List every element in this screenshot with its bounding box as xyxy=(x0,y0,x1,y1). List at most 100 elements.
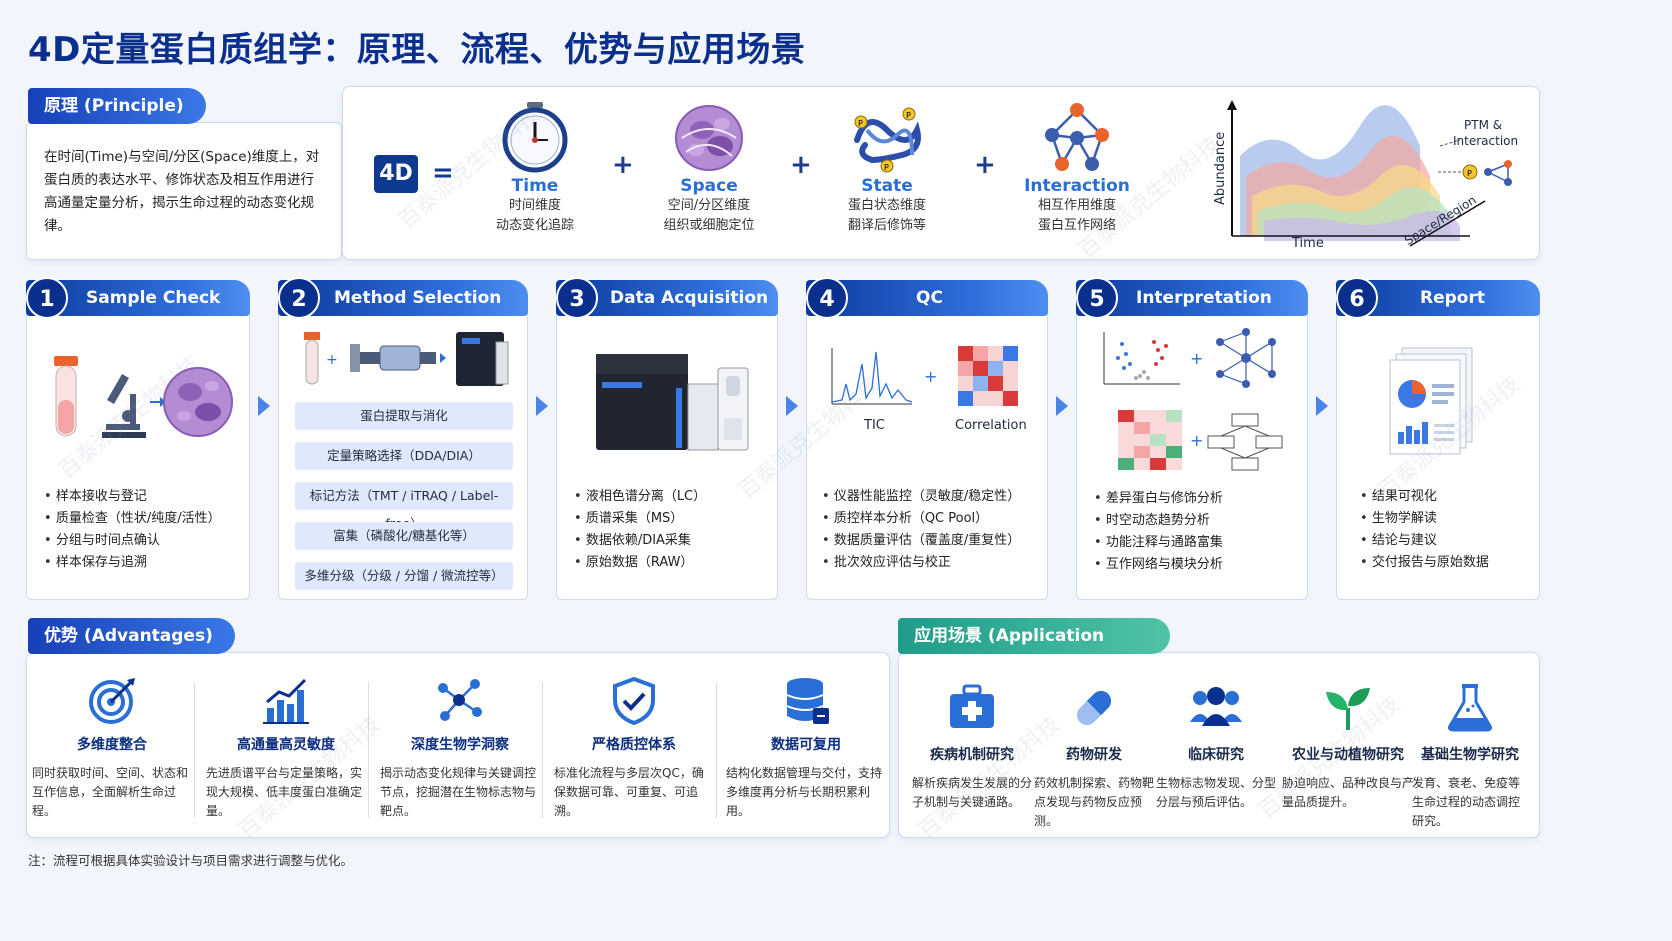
shield-check-icon xyxy=(613,676,655,726)
app-item-2-title: 药物研发 xyxy=(1066,747,1122,763)
chart-x-label: Time xyxy=(1292,236,1324,251)
dim-space-cn2: 组织或细胞定位 xyxy=(663,218,755,233)
method-bar-2: 定量策略选择（DDA/DIA） xyxy=(295,442,513,470)
step-5-bullet: 差异蛋白与修饰分析 xyxy=(1094,488,1223,510)
equals-sign: = xyxy=(432,158,454,188)
svg-text:+: + xyxy=(924,367,937,386)
applications-header: 应用场景 (Application Scenarios) xyxy=(898,618,1170,682)
step-4-title: QC xyxy=(916,288,943,308)
svg-text:P: P xyxy=(858,119,863,128)
database-icon xyxy=(786,678,829,724)
app-item-5-title: 基础生物学研究 xyxy=(1421,747,1519,763)
step-4-header: 4 QC xyxy=(806,277,1048,319)
step-1-header: 1 Sample Check xyxy=(26,277,250,319)
dim-space-en: Space xyxy=(680,176,738,196)
adv-item-5: 数据可复用 结构化数据管理与交付，支持多维度再分析与长期积累利用。 xyxy=(726,676,886,821)
step-arrow xyxy=(536,396,548,416)
people-group-icon xyxy=(1190,687,1242,726)
dim-space-cn1: 空间/分区维度 xyxy=(667,198,751,213)
adv-item-1: 多维度整合 同时获取时间、空间、状态和互作信息，全面解析生命过程。 xyxy=(32,676,192,821)
method-bar-1: 蛋白提取与消化 xyxy=(295,402,513,430)
bar-chart-icon xyxy=(263,678,309,724)
adv-item-2-title: 高通量高灵敏度 xyxy=(237,737,335,753)
adv-item-3-title: 深度生物学洞察 xyxy=(411,737,509,753)
adv-divider xyxy=(716,682,717,818)
step-4-bullet: 批次效应评估与校正 xyxy=(822,552,1020,574)
step-4-bullet: 质控样本分析（QC Pool） xyxy=(822,508,1020,530)
step-3-bullet: 原始数据（RAW） xyxy=(574,552,706,574)
dim-time-cn1: 时间维度 xyxy=(508,198,561,213)
step-5-number: 5 xyxy=(1076,277,1118,319)
adv-item-1-desc: 同时获取时间、空间、状态和互作信息，全面解析生命过程。 xyxy=(32,766,189,818)
tissue-icon xyxy=(675,105,743,171)
flask-icon xyxy=(1448,684,1492,732)
adv-item-4-title: 严格质控体系 xyxy=(592,737,676,753)
step-1-bullet: 分组与时间点确认 xyxy=(44,530,221,552)
dim-interaction-en: Interaction xyxy=(1024,176,1130,196)
principle-card xyxy=(26,122,342,260)
app-item-2: 药物研发 药效机制探索、药物靶点发现与药物反应预测。 xyxy=(1034,682,1154,831)
adv-item-2-desc: 先进质谱平台与定量策略，实现大规模、低丰度蛋白准确定量。 xyxy=(206,766,363,818)
step-1-bullet: 样本接收与登记 xyxy=(44,486,221,508)
adv-divider xyxy=(368,682,369,818)
dim-interaction-cn2: 蛋白互作网络 xyxy=(1037,218,1116,233)
svg-text:+: + xyxy=(326,352,338,368)
protein-state-icon: P P P xyxy=(854,107,921,173)
svg-text:P: P xyxy=(884,163,889,172)
adv-item-4: 严格质控体系 标准化流程与多层次QC，确保数据可靠、可重复、可追溯。 xyxy=(554,676,714,821)
step-1-title: Sample Check xyxy=(86,288,221,308)
step-5-bullets: 差异蛋白与修饰分析 时空动态趋势分析 功能注释与通路富集 互作网络与模块分析 xyxy=(1094,488,1223,576)
fourd-landscape-chart: P xyxy=(1227,100,1512,247)
step-3-bullet: 液相色谱分离（LC） xyxy=(574,486,706,508)
dim-time-cn2: 动态变化追踪 xyxy=(495,218,574,233)
step-5-bullet: 时空动态趋势分析 xyxy=(1094,510,1223,532)
adv-divider xyxy=(194,682,195,818)
target-icon xyxy=(89,678,135,724)
adv-item-1-title: 多维度整合 xyxy=(77,737,147,753)
qc-correlation-label: Correlation xyxy=(955,418,1027,433)
step-6-header: 6 Report xyxy=(1336,277,1540,319)
step-5-title: Interpretation xyxy=(1136,288,1272,308)
adv-item-5-desc: 结构化数据管理与交付，支持多维度再分析与长期积累利用。 xyxy=(726,766,883,818)
fourd-badge: 4D xyxy=(374,155,418,193)
svg-text:+: + xyxy=(1190,349,1203,368)
app-item-4: 农业与动植物研究 胁迫响应、品种改良与产量品质提升。 xyxy=(1282,682,1414,812)
dim-state-cn1: 蛋白状态维度 xyxy=(847,198,926,213)
step-arrow xyxy=(1056,396,1068,416)
app-item-3-title: 临床研究 xyxy=(1188,747,1244,763)
qc-tic-label: TIC xyxy=(864,418,885,433)
plus-1: + xyxy=(612,150,634,180)
capsule-icon xyxy=(1076,690,1112,726)
app-item-1-title: 疾病机制研究 xyxy=(930,747,1014,763)
step-5-header: 5 Interpretation xyxy=(1076,277,1308,319)
adv-divider xyxy=(542,682,543,818)
method-bar-4: 富集（磷酸化/糖基化等） xyxy=(295,522,513,550)
dim-state-cn2: 翻译后修饰等 xyxy=(847,218,926,233)
step-arrow xyxy=(786,396,798,416)
svg-text:P: P xyxy=(906,111,911,120)
advantages-header: 优势 (Advantages) xyxy=(28,618,235,654)
step-2-number: 2 xyxy=(278,277,320,319)
step-6-bullet: 结果可视化 xyxy=(1360,486,1489,508)
mass-spec-illustration xyxy=(596,354,749,451)
step-6-bullets: 结果可视化 生物学解读 结论与建议 交付报告与原始数据 xyxy=(1360,486,1489,574)
page-title: 4D定量蛋白质组学：原理、流程、优势与应用场景 xyxy=(28,30,806,70)
step-2-header: 2 Method Selection xyxy=(278,277,528,319)
app-item-3: 临床研究 生物标志物发现、分型分层与预后评估。 xyxy=(1156,682,1276,812)
medical-kit-icon xyxy=(950,684,994,728)
adv-item-4-desc: 标准化流程与多层次QC，确保数据可靠、可重复、可追溯。 xyxy=(554,766,704,818)
step-6-title: Report xyxy=(1420,288,1485,308)
step-6-bullet: 结论与建议 xyxy=(1360,530,1489,552)
dim-interaction-cn1: 相互作用维度 xyxy=(1037,198,1116,213)
svg-text:P: P xyxy=(1467,169,1472,178)
qc-illustration: + xyxy=(831,346,1018,406)
adv-item-2: 高通量高灵敏度 先进质谱平台与定量策略，实现大规模、低丰度蛋白准确定量。 xyxy=(206,676,366,821)
step-3-bullets: 液相色谱分离（LC） 质谱采集（MS） 数据依赖/DIA采集 原始数据（RAW） xyxy=(574,486,706,574)
network-icon xyxy=(1045,103,1109,171)
app-item-5-desc: 发育、衰老、免疫等生命过程的动态调控研究。 xyxy=(1412,776,1521,828)
app-item-5: 基础生物学研究 发育、衰老、免疫等生命过程的动态调控研究。 xyxy=(1412,682,1528,831)
method-bar-3: 标记方法（TMT / iTRAQ / Label-free） xyxy=(295,482,513,531)
step-2-title: Method Selection xyxy=(334,288,502,308)
app-item-4-desc: 胁迫响应、品种改良与产量品质提升。 xyxy=(1282,776,1415,809)
step-4-number: 4 xyxy=(806,277,848,319)
